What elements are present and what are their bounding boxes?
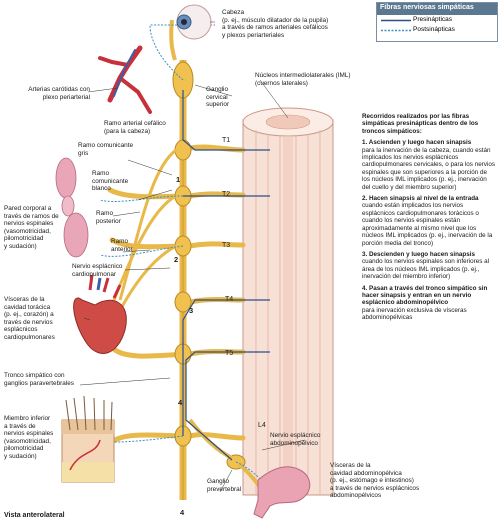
spinal-cord (242, 107, 334, 496)
label-visceras-toracica: Vísceras de la cavidad torácica (p. ej.,… (4, 296, 55, 341)
label-ramo-arterial: Ramo arterial cefálico (para la cabeza) (104, 120, 166, 135)
pathway-item-1: 1. Ascienden y luego hacen sinapsis para… (362, 139, 496, 191)
legend-post-label: Postsinápticas (413, 26, 455, 33)
pathway-3-body: cuando los nervios espinales son inferio… (362, 258, 490, 281)
pathway-num-2: 2 (174, 255, 179, 264)
postsynaptic-fibers (89, 24, 276, 496)
label-vista: Vista anterolateral (4, 512, 65, 519)
pathway-4-body: para inervación exclusiva de vísceras ab… (362, 306, 467, 322)
label-ramo-anterior: Ramo anterior (111, 238, 133, 253)
pathway-num-4b: 4 (180, 508, 185, 517)
label-ramo-posterior: Ramo posterior (96, 210, 121, 225)
pathway-1-title: 1. Ascienden y luego hacen sinapsis (362, 139, 472, 147)
level-l4: L4 (258, 422, 266, 429)
legend: Fibras nerviosas simpáticas Presináptica… (376, 2, 498, 42)
right-panel-intro: Recorridos realizados por las fibras sim… (362, 113, 479, 135)
label-nervio-abdomino: Nervio esplácnico abdominopélvico (270, 432, 321, 447)
skin-illustration (61, 395, 115, 483)
label-tronco: Tronco simpático con ganglios paraverteb… (4, 372, 74, 387)
heart-illustration (73, 274, 127, 354)
legend-pre: Presinápticas (377, 15, 497, 25)
label-pared: Pared corporal a través de ramos de nerv… (4, 205, 59, 250)
pathway-2-body: cuando están implicados los nervios espl… (362, 202, 493, 247)
level-t3: T3 (222, 242, 231, 249)
label-cabeza: Cabeza (p. ej., músculo dilatador de la … (222, 9, 329, 39)
label-nervio-cardio: Nervio esplácnico cardiopulmonar (72, 263, 123, 278)
pathway-item-3: 3. Descienden y luego hacen sinapsis cua… (362, 251, 496, 281)
pathway-num-1: 1 (176, 175, 181, 184)
label-ganglio-cervical: Ganglio cervical superior (206, 86, 230, 109)
pathway-item-4: 4. Pasan a través del tronco simpático s… (362, 285, 496, 322)
stomach-illustration (253, 466, 311, 519)
pathway-1-body: para la inervación de la cabeza, cuando … (362, 146, 495, 191)
pathway-2-title: 2. Hacen sinapsis al nivel de la entrada (362, 195, 479, 203)
label-ganglio-pre: Ganglio prevertebral (207, 478, 242, 493)
label-iml: Núcleos intermediolaterales (IML) (cuern… (255, 72, 351, 87)
label-miembro: Miembro inferior a través de nervios esp… (4, 415, 54, 460)
post-line-icon (381, 29, 411, 32)
label-visceras-abdo: Vísceras de la cavidad abdominopélvica (… (330, 462, 420, 500)
pathway-num-4a: 4 (178, 398, 183, 407)
label-arterias: Arterias carótidas con plexo periarteria… (28, 86, 90, 101)
label-ramo-blanco: Ramo comunicante blanco (92, 170, 129, 193)
level-t2: T2 (222, 191, 231, 198)
level-t5: T5 (225, 350, 234, 357)
legend-post: Postsinápticas (377, 25, 497, 35)
presynaptic-fibers (182, 90, 270, 461)
pathway-4-title: 4. Pasan a través del tronco simpático s… (362, 284, 488, 307)
label-ramo-gris: Ramo comunicante gris (78, 142, 134, 157)
carotid-arteries (98, 45, 152, 114)
level-t4: T4 (225, 296, 234, 303)
level-t1: T1 (222, 137, 231, 144)
pathway-3-title: 3. Descienden y luego hacen sinapsis (362, 250, 476, 258)
right-panel: Recorridos realizados por las fibras sim… (362, 113, 496, 322)
legend-title: Fibras nerviosas simpáticas (377, 3, 497, 15)
pre-line-icon (381, 19, 411, 22)
pathway-item-2: 2. Hacen sinapsis al nivel de la entrada… (362, 195, 496, 247)
pathway-num-3: 3 (189, 306, 194, 315)
leader-lines (79, 21, 306, 493)
eye-illustration (176, 4, 212, 40)
body-wall-illustration (55, 157, 89, 258)
legend-pre-label: Presinápticas (413, 16, 453, 23)
